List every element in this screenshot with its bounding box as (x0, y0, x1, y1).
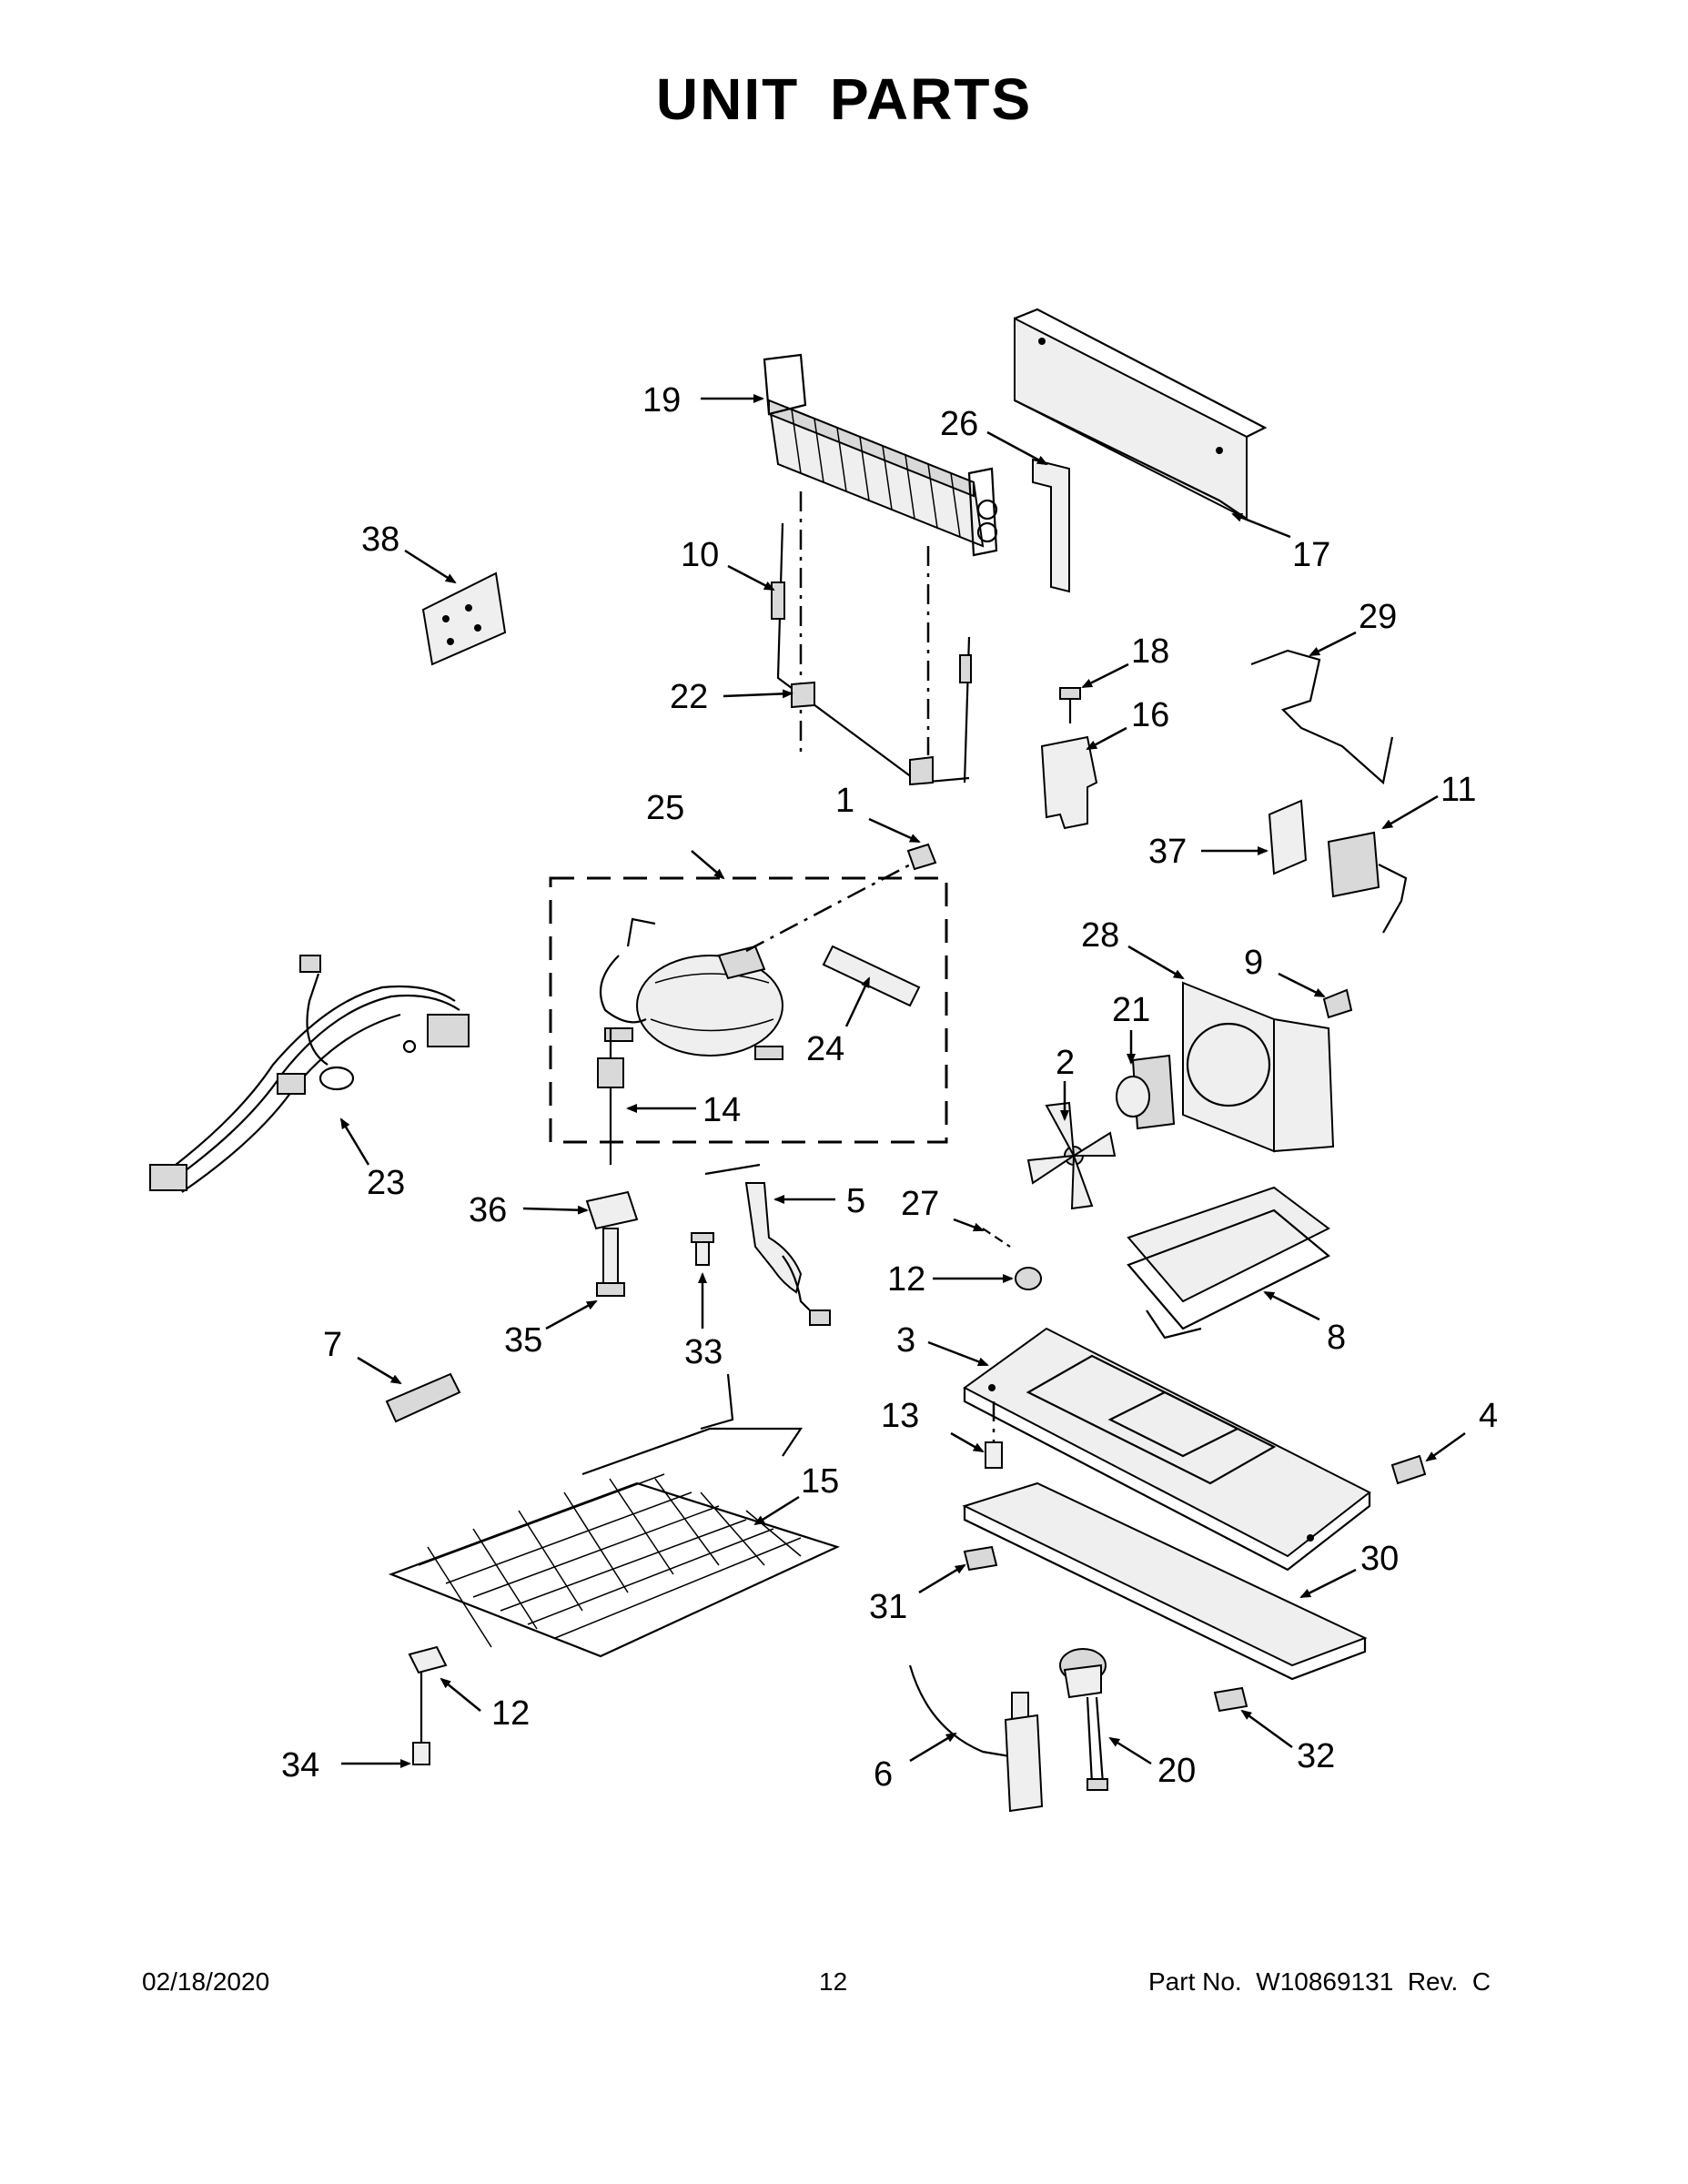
callout-2: 2 (1056, 1044, 1075, 1082)
callout-37: 37 (1148, 833, 1187, 871)
callout-10: 10 (681, 536, 719, 574)
grommet-15-illustration (597, 1028, 624, 1088)
page-title: UNIT PARTS (655, 66, 1033, 132)
wire-harness-24-illustration (149, 955, 470, 1193)
fan-blade-2-illustration (1026, 1101, 1117, 1210)
callout-24: 23 (367, 1164, 405, 1202)
callout-11: 11 (1440, 771, 1476, 809)
screw-19-and-bracket-17-illustration (1040, 687, 1098, 830)
callout-5: 5 (846, 1182, 865, 1220)
callout-12: 12 (491, 1694, 530, 1733)
footer-page-number: 12 (819, 1967, 848, 1996)
callout-23: 22 (670, 678, 708, 716)
callout-38: 38 (361, 521, 399, 559)
screw-33-illustration (691, 1232, 714, 1266)
screw-9-illustration (1322, 988, 1353, 1019)
screw-4-illustration (1390, 1454, 1427, 1485)
callout-34: 34 (281, 1746, 319, 1785)
compressor-illustration (599, 858, 920, 1060)
base-3-illustration (963, 1327, 1371, 1572)
callout-15: 14 (702, 1091, 741, 1129)
callout-29: 28 (1081, 916, 1119, 955)
callout-14: 13 (881, 1397, 919, 1435)
footer-date: 02/18/2020 (142, 1967, 270, 1996)
drain-tube-5-illustration (704, 1163, 831, 1326)
bracket-12-and-screw-34-illustration (408, 1645, 448, 1765)
callout-17: 16 (1131, 696, 1169, 734)
grommet-13-illustration (1015, 1267, 1042, 1290)
screw-1-illustration (906, 843, 937, 871)
callout-33: 33 (684, 1333, 723, 1371)
top-cover-illustration (1014, 308, 1268, 521)
callout-31: 30 (1360, 1540, 1399, 1578)
compressor-group-box (549, 876, 948, 1144)
callout-6: 6 (874, 1755, 893, 1794)
callout-8: 8 (1327, 1319, 1346, 1357)
callout-9: 9 (1244, 944, 1263, 982)
plate-38-illustration (421, 571, 507, 666)
drain-pan-8-illustration (1127, 1186, 1330, 1340)
part-21-illustration (1059, 1648, 1108, 1791)
callout-7: 7 (323, 1326, 342, 1364)
tubing-30-illustration (1250, 649, 1394, 785)
relay-11-and-board-37-illustration (1268, 799, 1408, 934)
callout-32-left: 31 (869, 1588, 907, 1626)
evaporator-coil-illustration (763, 353, 998, 755)
callout-28: 27 (901, 1185, 939, 1223)
callout-16: 15 (801, 1462, 839, 1501)
callout-32-right: 32 (1297, 1737, 1335, 1775)
callout-3: 3 (896, 1321, 915, 1360)
tube-28-illustration (982, 1228, 1011, 1248)
callout-labels: 19 26 17 38 10 22 18 16 29 11 37 1 25 24… (281, 381, 1498, 1794)
screw-14-illustration (985, 1401, 1003, 1469)
callout-4: 4 (1479, 1397, 1498, 1435)
callout-22: 21 (1112, 991, 1150, 1029)
bracket-27-illustration (1032, 458, 1070, 593)
callout-36: 36 (469, 1191, 507, 1229)
callout-13: 12 (887, 1260, 925, 1299)
callout-27: 26 (940, 405, 978, 443)
sensor-6-illustration (908, 1664, 1044, 1813)
drier-25-illustration (822, 945, 921, 1007)
foot-32-left-illustration (963, 1545, 998, 1572)
callout-18: 17 (1292, 536, 1330, 574)
clip-36-and-bolt-35-illustration (585, 1190, 639, 1297)
evaporator-heater-illustration (771, 522, 972, 786)
fan-motor-22-illustration (1116, 1054, 1176, 1130)
tube-7-illustration (385, 1372, 461, 1423)
foot-32-right-illustration (1213, 1686, 1248, 1713)
callout-19: 18 (1131, 632, 1169, 671)
panel-31-illustration (962, 1481, 1368, 1681)
callout-26: 25 (646, 789, 684, 827)
callout-21: 20 (1157, 1752, 1196, 1790)
callout-1: 1 (835, 782, 854, 820)
footer-part-number: Part No. W10869131 Rev. C (1148, 1967, 1491, 1996)
callout-35: 35 (504, 1321, 542, 1360)
callout-30: 29 (1359, 598, 1397, 636)
callout-20: 19 (642, 381, 681, 420)
callout-25: 24 (806, 1030, 844, 1068)
condenser-coil-16-illustration (388, 1373, 841, 1658)
fan-shroud-29-illustration (1182, 981, 1335, 1153)
leader-arrows (339, 394, 1466, 1768)
